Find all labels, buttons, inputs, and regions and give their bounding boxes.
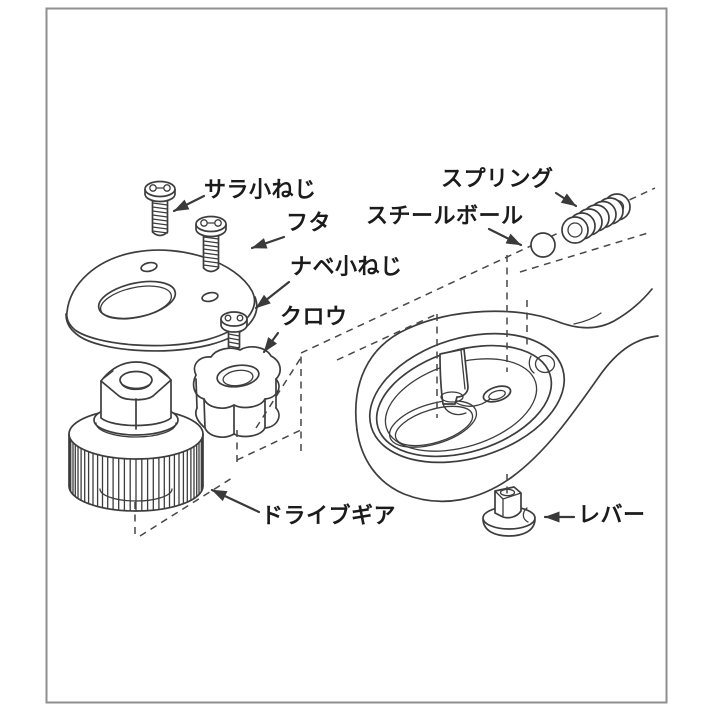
image-frame — [45, 7, 668, 704]
flat-head-screw-1-drawing — [144, 180, 176, 237]
part-label-steel-ball: スチールボール — [366, 204, 524, 229]
cover-plate-drawing — [65, 249, 258, 352]
steel-ball-drawing — [530, 232, 556, 258]
drive-gear-drawing — [68, 361, 204, 512]
part-label-flat-head-screw: サラ小ねじ — [204, 178, 317, 203]
part-label-spring: スプリング — [441, 167, 554, 192]
lever-drawing — [482, 486, 536, 537]
part-label-cover: フタ — [286, 211, 332, 236]
arrow-pan-head-screw — [254, 280, 291, 310]
part-label-lever: レバー — [578, 503, 646, 528]
part-label-drive-gear: ドライブギア — [261, 504, 397, 529]
part-label-pan-head-screw: ナベ小ねじ — [290, 255, 403, 280]
part-label-claw: クロウ — [280, 305, 348, 330]
claw-drawing — [192, 346, 281, 438]
arrow-spring — [554, 191, 578, 208]
arrow-flat-head-screw — [172, 194, 206, 213]
spring-drawing — [561, 193, 631, 244]
arrow-drive-gear — [210, 488, 261, 514]
callout-arrows — [172, 191, 578, 523]
flat-head-screw-2-drawing — [195, 215, 227, 273]
arrow-claw — [262, 331, 280, 354]
ratchet-head-drawing — [354, 288, 659, 503]
arrow-steel-ball — [487, 227, 523, 247]
pan-head-screw-drawing — [220, 311, 248, 351]
arrow-cover — [250, 235, 286, 250]
